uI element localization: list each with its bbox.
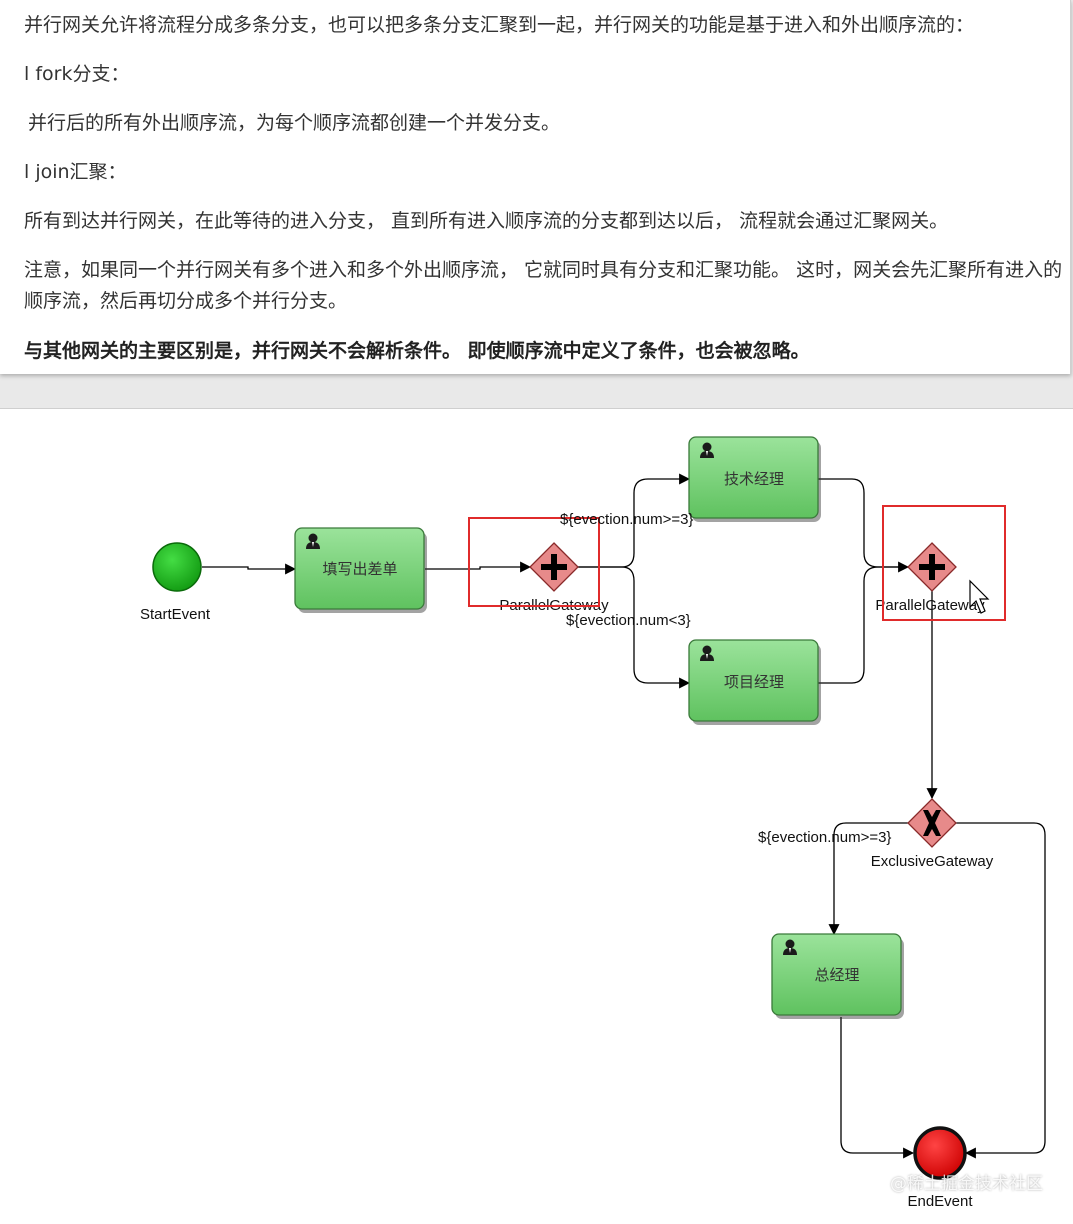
task-tech-manager[interactable]: 技术经理 xyxy=(688,436,821,522)
emphasis-paragraph: 与其他网关的主要区别是，并行网关不会解析条件。 即使顺序流中定义了条件，也会被忽… xyxy=(24,340,810,362)
flow-fork-to-project xyxy=(578,566,691,689)
task-project-manager[interactable]: 项目经理 xyxy=(688,639,821,725)
flow-tech-to-join xyxy=(818,478,910,573)
diagram-canvas: StartEvent 填写出差单 技术经理 项目经理 总经理 xyxy=(140,436,1046,1210)
join-highlight-box xyxy=(882,505,1006,621)
condition-exclusive: ${evection.num>=3} xyxy=(758,829,891,846)
start-event-label: StartEvent xyxy=(140,606,211,623)
join-parallel-gateway[interactable] xyxy=(907,542,957,592)
intro-paragraph: 并行网关允许将流程分成多条分支，也可以把多条分支汇聚到一起，并行网关的功能是基于… xyxy=(24,14,975,36)
exclusive-gateway[interactable] xyxy=(907,798,957,848)
fork-description: 并行后的所有外出顺序流，为每个顺序流都创建一个并发分支。 xyxy=(28,112,561,134)
end-event-label: EndEvent xyxy=(907,1193,973,1210)
flow-start-to-fill xyxy=(202,563,297,575)
join-description: 所有到达并行网关，在此等待的进入分支， 直到所有进入顺序流的分支都到达以后， 流… xyxy=(24,210,949,232)
task-fill-form[interactable]: 填写出差单 xyxy=(294,527,427,613)
bpmn-diagram: StartEvent 填写出差单 技术经理 项目经理 总经理 xyxy=(0,408,1073,1224)
fork-highlight-box xyxy=(468,517,600,607)
fork-parallel-gateway[interactable] xyxy=(529,542,579,592)
fork-heading: l fork分支： xyxy=(24,63,130,85)
start-event[interactable] xyxy=(152,542,202,592)
plus-icon xyxy=(919,554,945,580)
task-general-label: 总经理 xyxy=(814,966,859,984)
task-general-manager[interactable]: 总经理 xyxy=(771,933,904,1019)
task-fill-label: 填写出差单 xyxy=(322,560,397,578)
x-icon xyxy=(923,810,941,836)
condition-fork-lower: ${evection.num<3} xyxy=(566,612,691,629)
plus-icon xyxy=(541,554,567,580)
watermark: @稀土掘金技术社区 xyxy=(890,1174,1043,1194)
end-event[interactable] xyxy=(913,1126,967,1180)
task-tech-label: 技术经理 xyxy=(724,470,784,488)
flow-exclusive-to-end xyxy=(956,822,1046,1159)
exclusive-gateway-label: ExclusiveGateway xyxy=(871,853,994,870)
flow-fill-to-fork xyxy=(425,561,532,573)
mouse-cursor-icon xyxy=(969,579,990,614)
task-project-label: 项目经理 xyxy=(724,673,784,691)
condition-fork-upper: ${evection.num>=3} xyxy=(560,511,693,528)
flow-fork-to-tech xyxy=(578,473,691,568)
flow-project-to-join xyxy=(818,566,908,684)
flow-exclusive-to-general xyxy=(828,822,908,936)
flow-general-to-end xyxy=(840,1017,915,1159)
join-gateway-label: ParallelGateway xyxy=(875,597,985,614)
description-panel: 并行网关允许将流程分成多条分支，也可以把多条分支汇聚到一起，并行网关的功能是基于… xyxy=(0,0,1071,374)
note-paragraph: 注意，如果同一个并行网关有多个进入和多个外出顺序流， 它就同时具有分支和汇聚功能… xyxy=(24,259,1063,312)
sequence-flows xyxy=(202,473,1046,1159)
join-heading: l join汇聚： xyxy=(24,161,127,183)
